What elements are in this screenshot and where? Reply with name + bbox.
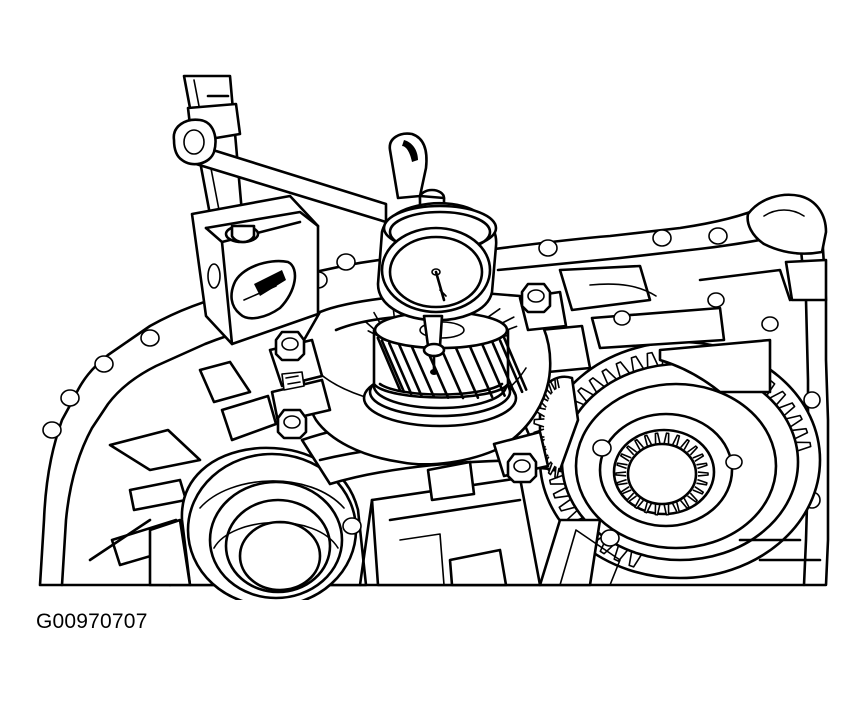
gear-tooth (663, 504, 670, 516)
gear-tooth (671, 502, 681, 514)
gear-tooth (663, 432, 670, 444)
gear-tooth (554, 377, 560, 390)
figure-code: G00970707 (36, 610, 148, 633)
helical-tooth (491, 341, 517, 396)
gear-tooth-tip (373, 311, 381, 324)
gear-tooth (646, 351, 659, 368)
gear-tooth-tip (506, 325, 518, 331)
gear-tooth (679, 498, 690, 510)
helical-tooth (398, 343, 423, 397)
dial-indicator (376, 132, 498, 375)
side-gear-splines (615, 432, 709, 516)
gear-tooth (791, 427, 809, 440)
gear-tooth-tip (486, 308, 501, 319)
case-detail-right (538, 264, 792, 394)
left-bearing-bore (148, 446, 368, 600)
gear-tooth (620, 453, 632, 462)
gear-tooth (626, 445, 638, 456)
gear-tooth (696, 478, 708, 486)
helical-tooth (502, 336, 528, 391)
gear-tooth (626, 492, 637, 503)
gear-tooth (696, 462, 708, 470)
gear-tooth (654, 504, 661, 516)
case-details-lower (358, 498, 822, 587)
gear-tooth (616, 478, 628, 486)
gear-tooth (643, 502, 653, 514)
gear-tooth (654, 432, 661, 444)
helical-tooth (498, 339, 524, 394)
gear-tooth (554, 466, 560, 479)
gear-tooth (687, 492, 698, 503)
gear-tooth (620, 486, 632, 495)
indicator-arm (172, 94, 388, 224)
gear-tooth (547, 462, 556, 476)
gear-tooth (692, 486, 704, 495)
helical-tooth (380, 339, 406, 394)
gear-tooth (634, 498, 644, 510)
gear-tooth (634, 438, 645, 450)
gear-tooth (672, 434, 681, 446)
gear-tooth (630, 355, 645, 373)
helical-tooth (481, 343, 506, 397)
gear-tooth (697, 471, 709, 477)
differential-ring-gear (538, 340, 822, 587)
helical-tooth (376, 336, 402, 391)
gear-tooth (533, 418, 545, 428)
helical-gear-assembly (362, 299, 528, 428)
gear-tooth (552, 486, 570, 499)
gear-tooth (692, 453, 705, 462)
gear-tooth-tip (364, 320, 376, 331)
gear-tooth-tip (501, 316, 515, 324)
gear-tooth (615, 471, 627, 477)
gear-tooth (643, 434, 653, 446)
gear-tooth (687, 445, 698, 456)
helical-tooth (387, 341, 413, 396)
transaxle-dial-indicator-illustration (38, 74, 830, 600)
helical-tooth (454, 346, 480, 399)
helical-tooth (410, 345, 436, 399)
gear-tooth (795, 441, 812, 452)
gear-tooth (616, 462, 628, 470)
gear-tooth (680, 438, 690, 450)
helical-tooth (439, 346, 465, 400)
mounting-nuts (274, 282, 552, 484)
gear-tooth (628, 551, 643, 568)
